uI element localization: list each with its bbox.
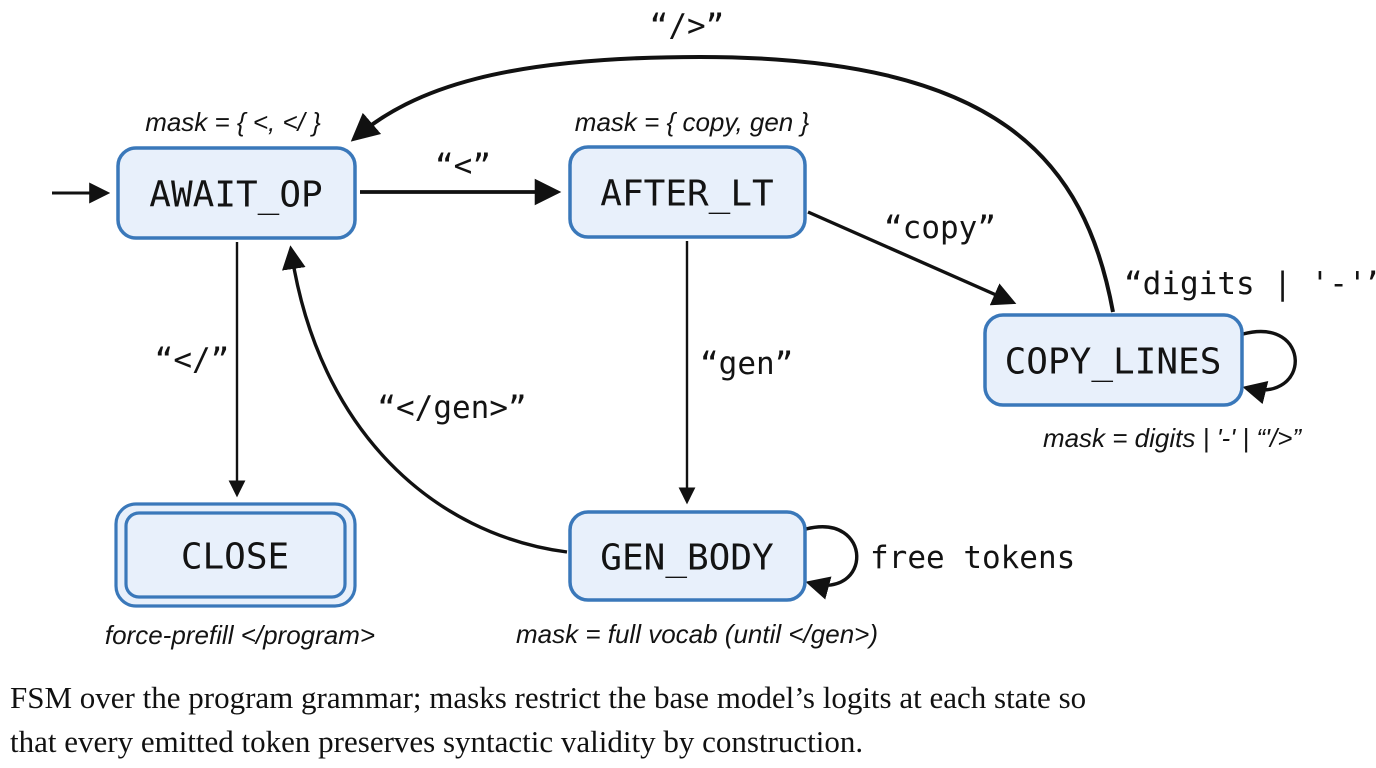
state-copy-lines: COPY_LINES xyxy=(983,313,1244,407)
edge-label-digits-loop: “digits | '-'” xyxy=(1124,266,1376,302)
edge-label-copy: “copy” xyxy=(884,210,996,246)
state-close-inner-box xyxy=(124,511,347,599)
state-after-lt-box xyxy=(568,145,807,239)
state-gen-body: GEN_BODY xyxy=(568,510,807,602)
edge-label-lt: “<” xyxy=(435,148,491,184)
edge-label-close: “</” xyxy=(155,342,230,378)
state-after-lt: AFTER_LT xyxy=(568,145,807,239)
edge-copy-to-await xyxy=(350,54,1115,313)
state-await-op-box xyxy=(116,146,357,240)
edge-label-gen: “gen” xyxy=(700,346,793,382)
edge-label-close-gen: “</gen>” xyxy=(377,390,526,426)
state-after-lt-label: AFTER_LT xyxy=(600,174,773,215)
edge-gen-self-loop xyxy=(805,525,859,600)
note-close-force-prefill: force-prefill </program> xyxy=(105,620,375,650)
mask-await-op: mask = { <, </ } xyxy=(145,107,321,137)
state-gen-body-label: GEN_BODY xyxy=(600,538,774,579)
state-copy-lines-box xyxy=(983,313,1244,407)
fsm-diagram-canvas: AWAIT_OP AFTER_LT COPY_LINES GEN_BODY CL… xyxy=(52,8,1376,650)
figure-caption-line-1: FSM over the program grammar; masks rest… xyxy=(10,680,1087,715)
edge-copy-self-loop xyxy=(1242,330,1297,405)
edge-label-free-tokens: free tokens xyxy=(870,540,1075,576)
figure-caption: FSM over the program grammar; masks rest… xyxy=(10,676,1370,764)
state-copy-lines-label: COPY_LINES xyxy=(1005,342,1222,383)
state-gen-body-box xyxy=(568,510,807,602)
state-await-op: AWAIT_OP xyxy=(116,146,357,240)
mask-copy-lines: mask = digits | '-' | “'/>” xyxy=(1043,423,1302,453)
mask-after-lt: mask = { copy, gen } xyxy=(575,107,810,137)
edge-gen-to-await xyxy=(282,245,568,554)
figure-caption-line-2: that every emitted token preserves synta… xyxy=(10,724,864,760)
mask-gen-body: mask = full vocab (until </gen>) xyxy=(516,619,878,649)
state-await-op-label: AWAIT_OP xyxy=(149,175,322,216)
edge-after-to-copy xyxy=(807,210,1017,306)
state-close: CLOSE xyxy=(114,502,357,608)
edge-label-slash-gt: “/>” xyxy=(650,8,725,44)
state-close-label: CLOSE xyxy=(181,537,289,578)
